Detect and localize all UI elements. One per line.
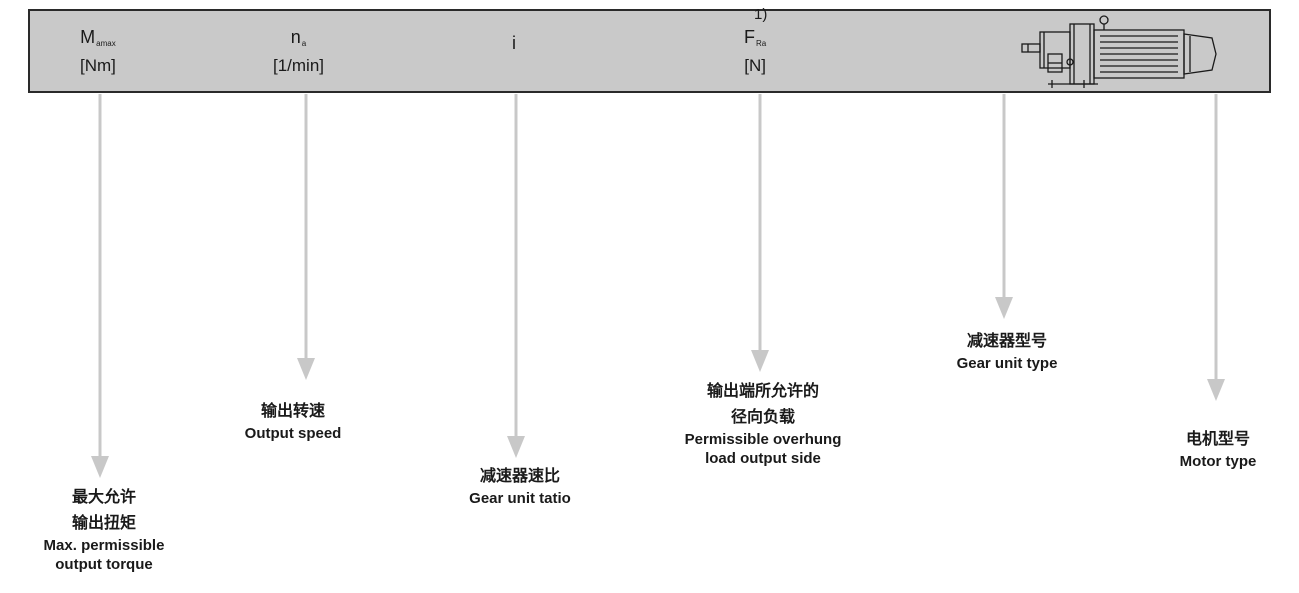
arrowhead-ratio <box>507 436 525 458</box>
arrowhead-motor-type <box>1207 379 1225 401</box>
col-head-output-speed: na [1/min] <box>273 27 325 75</box>
caption-ratio: 减速器速比 Gear unit tatio <box>469 466 571 507</box>
caption-motor-type: 电机型号 Motor type <box>1179 429 1257 470</box>
arrowhead-output-speed <box>297 358 315 380</box>
caption-gear-unit-type: 减速器型号 Gear unit type <box>956 331 1058 372</box>
caption-output-speed: 输出转速 Output speed <box>244 401 342 442</box>
footnote-marker: 1) <box>754 6 768 23</box>
header-bar <box>28 9 1271 93</box>
arrowhead-max-torque <box>91 456 109 478</box>
col-head-ratio: i <box>512 33 516 53</box>
arrowhead-gear-unit-type <box>995 297 1013 319</box>
caption-overhung-load: 输出端所允许的 径向负载 Permissible overhung load o… <box>684 381 842 467</box>
arrowhead-overhung-load <box>751 350 769 372</box>
col-head-max-torque: Mamax [Nm] <box>80 27 116 75</box>
gear-motor-icon <box>1021 15 1217 88</box>
caption-max-torque: 最大允许 输出扭矩 Max. permissible output torque <box>43 487 165 573</box>
col-head-overhung-load: 1) FRa [N] <box>744 6 768 75</box>
